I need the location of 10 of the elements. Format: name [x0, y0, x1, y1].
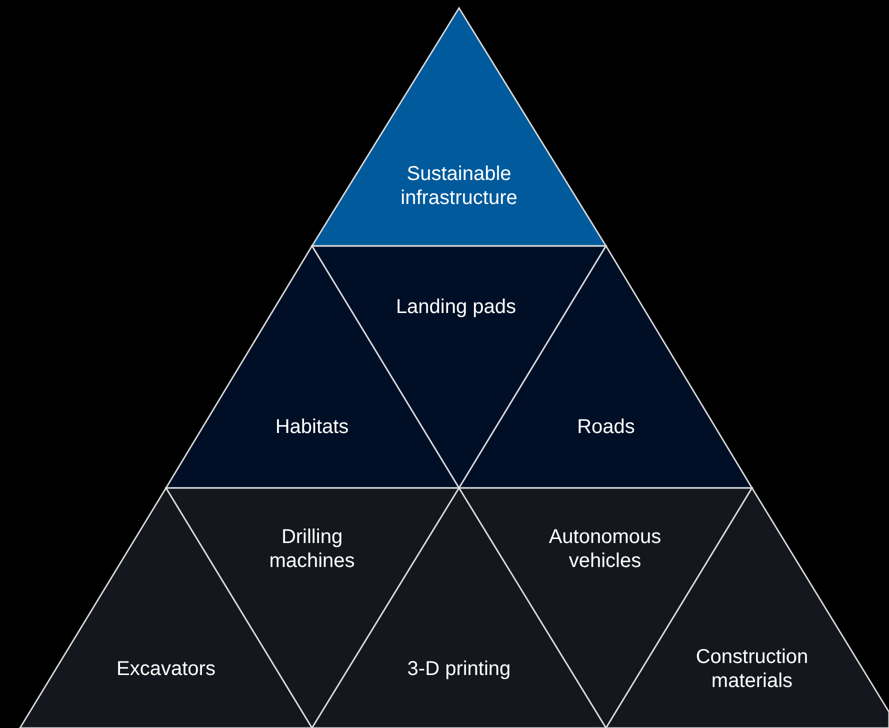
segment-label: Excavators	[116, 657, 216, 681]
segment-label: Habitats	[274, 415, 350, 439]
segment-label: 3-D printing	[406, 657, 512, 681]
pyramid-segment	[312, 8, 606, 246]
segment-label: Drilling machines	[268, 525, 356, 573]
segment-label: Landing pads	[394, 295, 518, 319]
segment-label: Autonomous vehicles	[548, 525, 662, 573]
segment-label: Construction materials	[694, 645, 810, 693]
segment-label: Roads	[576, 415, 636, 439]
segment-label: Sustainable infrastructure	[400, 162, 518, 210]
